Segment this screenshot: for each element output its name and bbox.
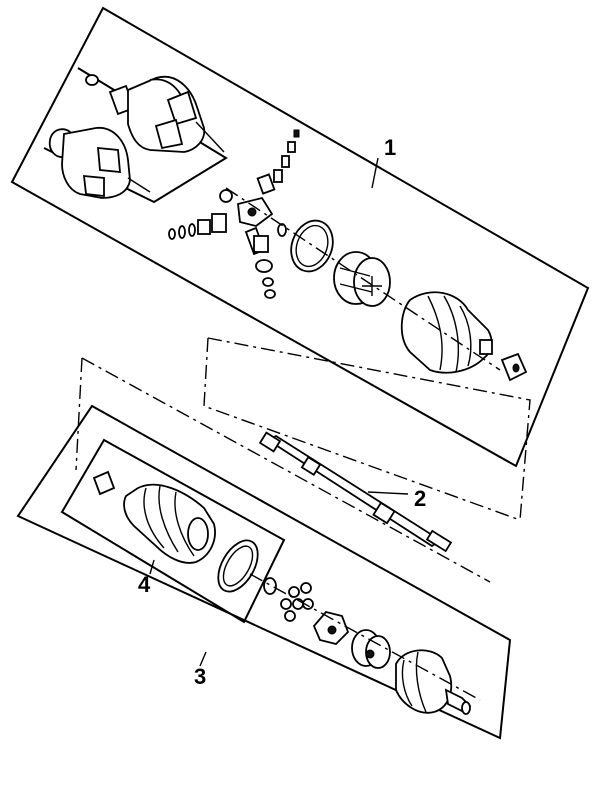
callout-1: 1 xyxy=(384,135,396,160)
callout-3: 3 xyxy=(194,664,206,689)
kit-4-large-clamp xyxy=(217,539,259,593)
callout-2: 2 xyxy=(414,486,426,511)
kit-4-boot xyxy=(123,483,216,564)
tripot-housing-upper xyxy=(108,75,225,153)
retainer-pins xyxy=(273,129,300,183)
shaft-bracket xyxy=(203,337,531,521)
callout-3-leader xyxy=(199,651,207,667)
tripod-spider xyxy=(237,173,276,299)
kit-3-cage xyxy=(351,629,391,669)
kit-3-outline xyxy=(16,357,512,740)
cv-boot xyxy=(400,291,493,374)
outer-race xyxy=(333,251,391,307)
callout-4: 4 xyxy=(138,572,151,597)
kit-3-snap-ring xyxy=(263,577,277,595)
kit-3-outer-joint xyxy=(395,649,472,715)
kit-4-small-clamp xyxy=(92,470,116,496)
kit-3-balls xyxy=(280,582,314,622)
kit-3-inner-race xyxy=(312,610,350,645)
tripot-housing-lower xyxy=(48,127,151,199)
boot-clamp-ring xyxy=(290,219,334,273)
axle-shaft xyxy=(258,431,453,553)
snap-ring-part xyxy=(85,74,99,86)
callout-1-leader xyxy=(371,157,379,189)
callout-2-leader xyxy=(367,491,409,495)
callout-4-leader xyxy=(149,559,155,575)
roller-washers xyxy=(168,189,287,240)
kit-4-outline xyxy=(60,438,286,624)
kit-1-guide-line xyxy=(225,187,501,371)
kit-1-outline xyxy=(10,6,590,468)
kit-3-guide-line xyxy=(249,573,481,701)
small-boot-clamp xyxy=(500,352,528,382)
